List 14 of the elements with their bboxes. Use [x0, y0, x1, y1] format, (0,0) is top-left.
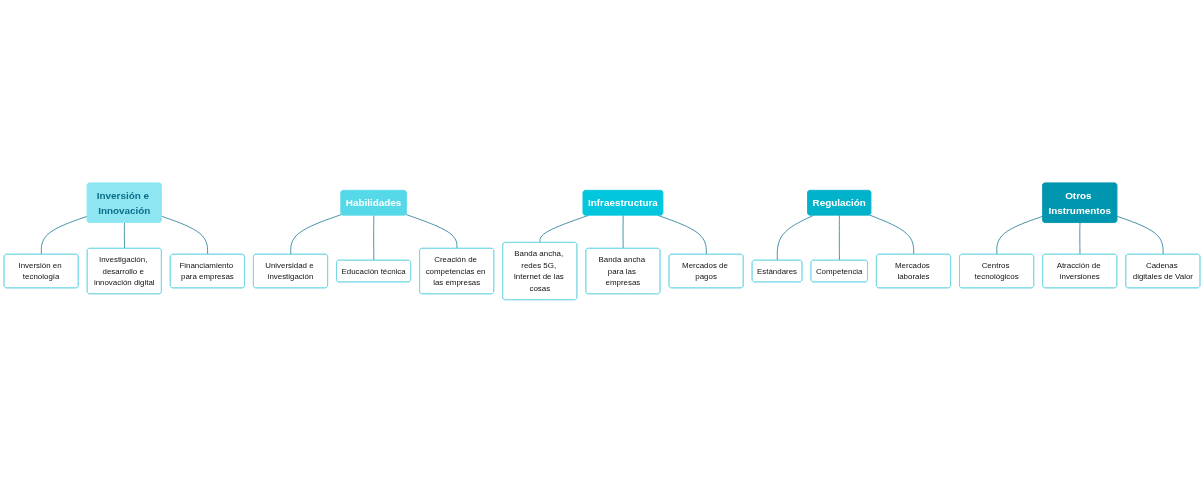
connector — [622, 214, 624, 249]
connector — [405, 213, 458, 249]
connector — [869, 214, 915, 255]
connector — [40, 215, 88, 255]
connector — [161, 215, 208, 255]
connector — [776, 214, 814, 261]
connector — [1116, 215, 1164, 255]
connector — [996, 215, 1044, 255]
connector — [1079, 222, 1081, 255]
connector — [539, 214, 589, 243]
connector — [123, 222, 125, 249]
connector — [290, 213, 343, 255]
connector — [657, 214, 707, 255]
connector — [838, 214, 840, 261]
